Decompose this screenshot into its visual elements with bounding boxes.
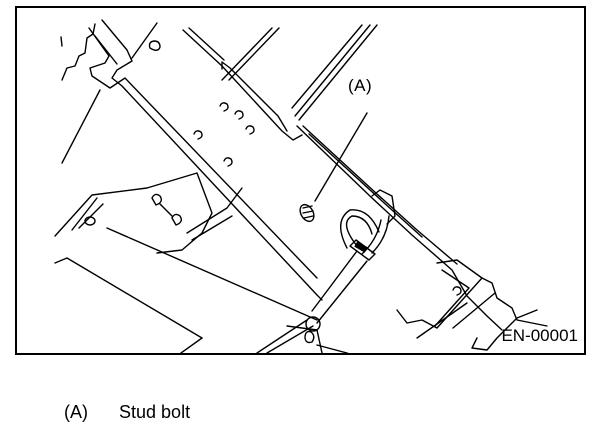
right-bracket-hole: [452, 286, 462, 296]
crossmember-lower: [298, 24, 378, 121]
panel-edge-2: [186, 187, 243, 234]
hose-fitting-2: [171, 213, 183, 226]
stud-bolt-thread: [303, 215, 314, 219]
clamp-loop: [345, 215, 373, 247]
rail-top-stroke: [131, 22, 158, 59]
hole-3: [245, 125, 255, 135]
right-rough-edge-2: [471, 309, 538, 351]
hose-fitting-1: [151, 193, 163, 206]
bracket-upper-line-2: [228, 27, 280, 81]
bracket-outline: [221, 61, 288, 132]
rod-end: [305, 316, 321, 332]
hole-4: [193, 130, 203, 140]
right-bracket-lower-2: [452, 292, 496, 329]
bracket-plate-upper: [182, 29, 303, 141]
channel-inner-2: [308, 133, 423, 238]
hose-connector: [159, 203, 173, 217]
left-panel-outline: [54, 172, 213, 254]
mount-hole: [148, 40, 161, 51]
clamp-block: [349, 239, 376, 261]
lower-left-diagonal: [179, 337, 203, 353]
right-bracket: [396, 259, 483, 329]
stud-bolt-shape: [299, 203, 315, 223]
illustration-frame: (A) EN-00001: [15, 6, 586, 355]
panel-edge-3: [191, 215, 233, 241]
hole-2: [234, 110, 244, 120]
left-panel-inner: [71, 197, 98, 231]
lower-left-line: [54, 257, 203, 339]
legend-key: (A): [64, 402, 89, 422]
panel-edge: [106, 227, 318, 321]
engine-mount-line-drawing: [54, 19, 548, 353]
crossmember-upper-2: [294, 24, 371, 117]
channel-outer: [296, 125, 503, 331]
left-diagonal-line: [61, 89, 101, 164]
hole-1: [219, 102, 229, 112]
legend: (A) Stud bolt: [54, 381, 190, 423]
callout-label-a: (A): [348, 76, 373, 95]
bracket-upper-line: [221, 27, 273, 81]
hose-bracket: [371, 189, 396, 225]
stud-bolt-thread: [302, 205, 313, 209]
lower-center-line: [266, 325, 314, 353]
left-panel-hole: [84, 216, 96, 226]
hole-5: [223, 157, 233, 167]
long-rail-lower-edge: [88, 27, 318, 279]
callout-leader-line: [314, 112, 368, 202]
rod-lower: [316, 260, 368, 324]
figure-id: EN-00001: [501, 326, 578, 345]
right-rough-edge: [481, 277, 548, 327]
lower-mount-hole: [304, 330, 315, 344]
channel-inner: [302, 125, 458, 265]
lower-rough-edge: [316, 344, 349, 353]
left-body-line: [60, 36, 63, 47]
rod-upper: [311, 250, 358, 312]
bracket-plate-inner: [188, 27, 225, 61]
legend-label: Stud bolt: [119, 402, 191, 422]
clamp-loop-inner: [340, 209, 380, 249]
right-bracket-lower: [416, 302, 468, 339]
lower-center-line-2: [256, 319, 308, 353]
right-bracket-inner: [434, 269, 470, 327]
crossmember-upper: [291, 24, 363, 109]
hose-line: [371, 215, 390, 254]
left-panel-inner-2: [78, 203, 104, 229]
left-body-outline: [61, 23, 96, 81]
rail-edge-line: [94, 35, 118, 65]
stud-bolt-thread: [302, 210, 314, 214]
long-rail-upper-edge: [101, 19, 323, 301]
clamp-slot: [354, 241, 368, 253]
